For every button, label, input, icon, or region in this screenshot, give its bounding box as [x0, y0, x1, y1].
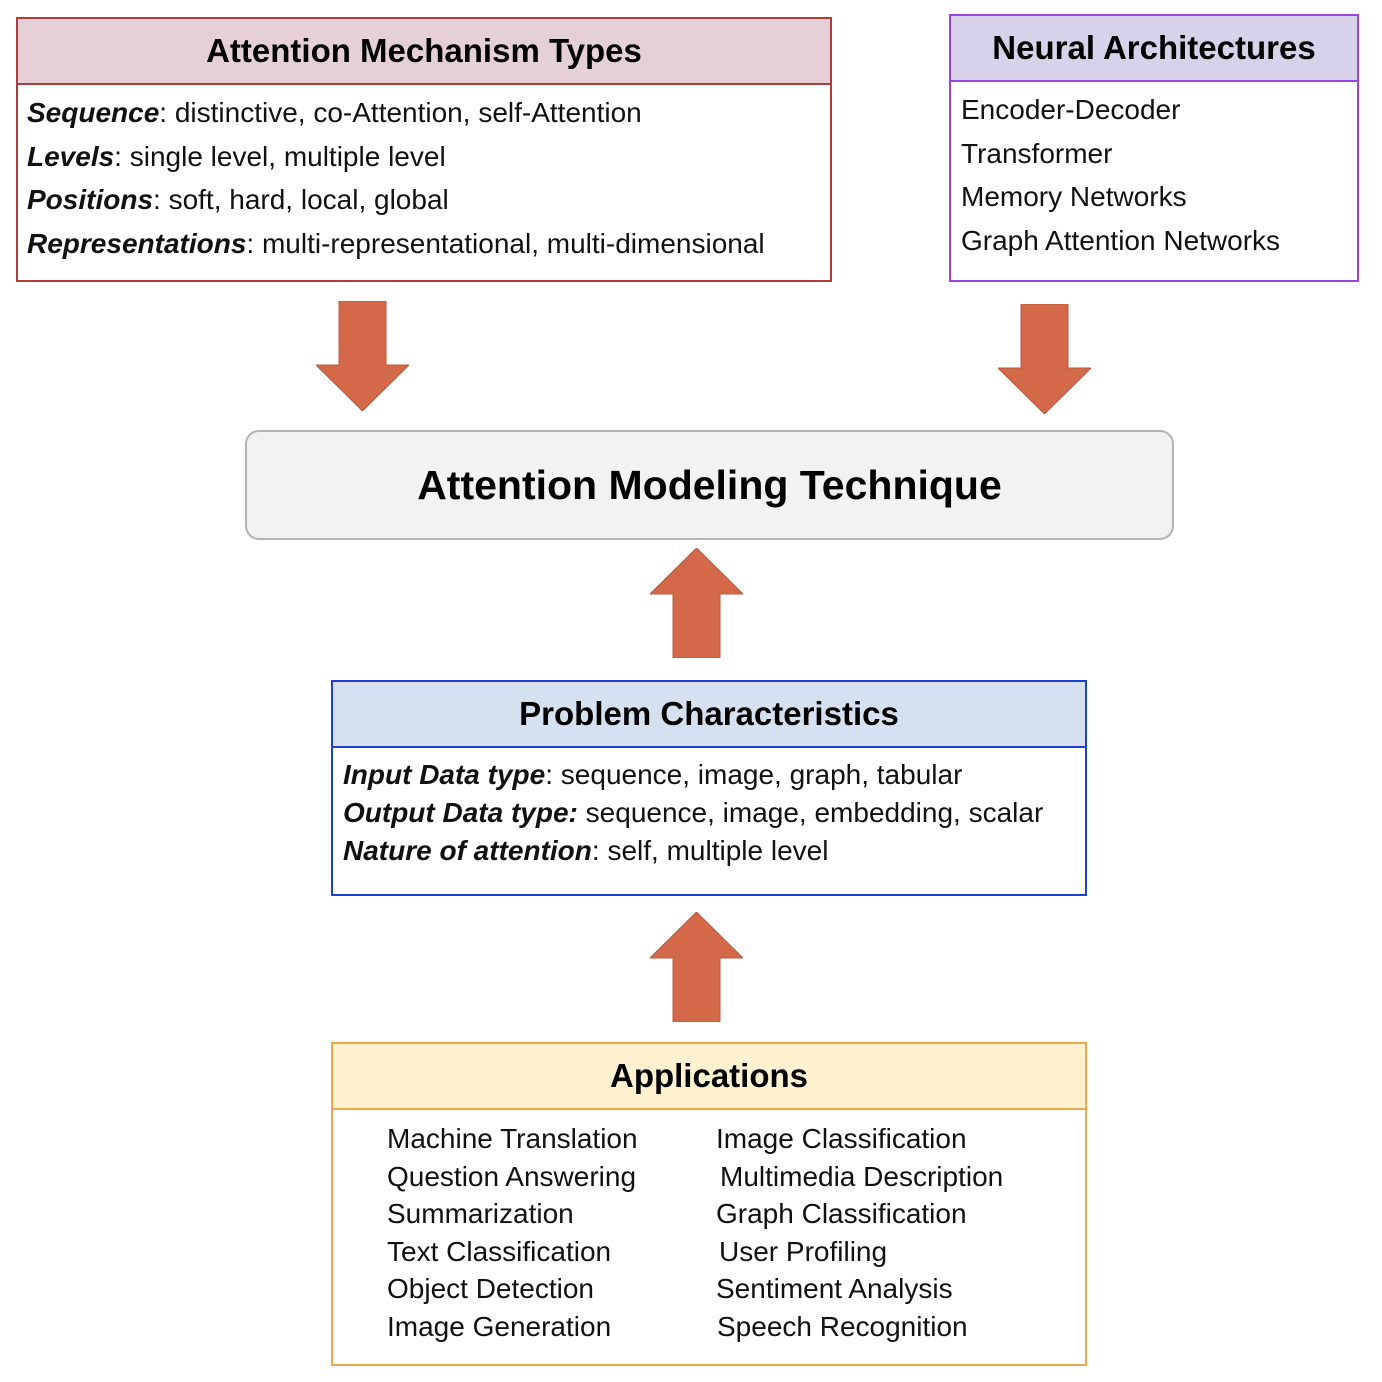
mechanism-row: Representations: multi-representational,… [27, 222, 830, 266]
mechanism-row-text: : soft, hard, local, global [153, 184, 449, 215]
down-arrow-icon [998, 304, 1091, 414]
up-arrow-icon [650, 548, 743, 658]
mechanism-row-text: : distinctive, co-Attention, self-Attent… [159, 97, 642, 128]
neural-architectures-box: Neural Architectures Encoder-Decoder Tra… [949, 14, 1359, 282]
mechanism-row-label: Representations [27, 227, 247, 259]
application-item: User Profiling [719, 1235, 888, 1267]
problem-characteristics-list: Input Data type: sequence, image, graph,… [333, 748, 1085, 870]
attention-modeling-technique-box: Attention Modeling Technique [245, 430, 1174, 540]
application-item: Question Answering [387, 1160, 637, 1192]
application-item: Speech Recognition [717, 1310, 968, 1342]
mechanism-row: Sequence: distinctive, co-Attention, sel… [27, 91, 830, 135]
mechanism-row: Levels: single level, multiple level [27, 135, 830, 179]
architecture-item: Transformer [961, 137, 1113, 169]
application-item: Machine Translation [387, 1123, 638, 1154]
problem-characteristics-title: Problem Characteristics [333, 682, 1085, 748]
neural-architectures-title: Neural Architectures [951, 16, 1357, 82]
mechanism-row-label: Positions [27, 184, 154, 215]
attention-modeling-technique-title: Attention Modeling Technique [417, 461, 1002, 508]
architecture-item: Memory Networks [961, 181, 1187, 212]
up-arrow-icon [650, 912, 743, 1022]
problem-row-label: Output Data type: [343, 797, 578, 828]
mechanism-row-label: Sequence [27, 97, 160, 128]
attention-mechanism-types-list: Sequence: distinctive, co-Attention, sel… [18, 85, 830, 265]
problem-characteristics-box: Problem Characteristics Input Data type:… [331, 680, 1087, 896]
applications-title: Applications [333, 1044, 1085, 1110]
application-item: Graph Classification [716, 1198, 967, 1230]
problem-row: Input Data type: sequence, image, graph,… [343, 756, 1085, 794]
applications-left-column: Machine Translation Question Answering S… [387, 1120, 638, 1346]
neural-architectures-list: Encoder-Decoder Transformer Memory Netwo… [951, 82, 1357, 262]
problem-row: Output Data type: sequence, image, embed… [343, 794, 1085, 832]
architecture-item: Graph Attention Networks [961, 224, 1281, 256]
problem-row-label: Nature of attention [343, 835, 592, 866]
architecture-item: Encoder-Decoder [961, 94, 1181, 125]
problem-row-text: : sequence, image, graph, tabular [545, 759, 963, 790]
applications-box: Applications Machine Translation Questio… [331, 1042, 1087, 1366]
mechanism-row-text: : single level, multiple level [114, 140, 446, 172]
application-item: Summarization [387, 1198, 574, 1230]
problem-row-text: : self, multiple level [591, 835, 829, 866]
application-item: Multimedia Description [720, 1160, 1004, 1192]
mechanism-row: Positions: soft, hard, local, global [27, 178, 830, 222]
attention-mechanism-types-title: Attention Mechanism Types [18, 19, 830, 85]
application-item: Image Generation [387, 1310, 612, 1342]
problem-row: Nature of attention: self, multiple leve… [343, 832, 1085, 870]
down-arrow-icon [316, 301, 409, 411]
application-item: Sentiment Analysis [716, 1273, 953, 1305]
application-item: Object Detection [387, 1273, 594, 1305]
problem-row-text: sequence, image, embedding, scalar [577, 797, 1044, 828]
attention-mechanism-types-box: Attention Mechanism Types Sequence: dist… [16, 17, 832, 282]
mechanism-row-label: Levels [27, 140, 115, 172]
problem-row-label: Input Data type [343, 759, 546, 790]
applications-right-column: Image Classification Multimedia Descript… [716, 1120, 1003, 1346]
application-item: Image Classification [716, 1123, 967, 1154]
application-item: Text Classification [387, 1235, 612, 1267]
mechanism-row-text: : multi-representational, multi-dimensio… [246, 227, 765, 259]
